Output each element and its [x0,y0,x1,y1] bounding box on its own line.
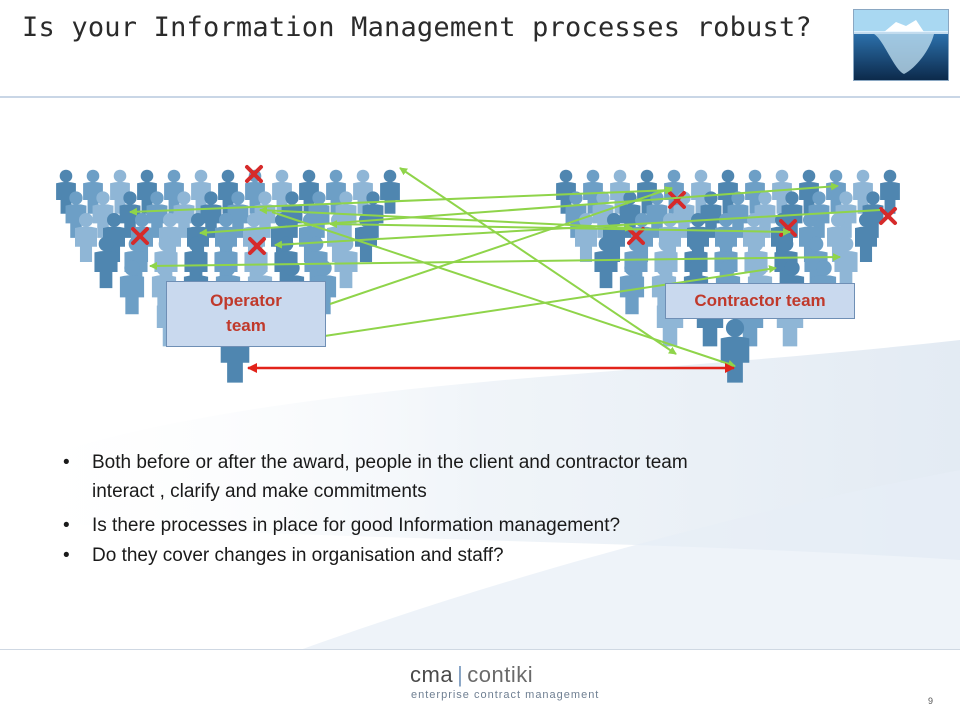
bullet-text: Both before or after the award, people i… [92,452,688,473]
title-divider [0,96,960,98]
brand-logo: cma|contiki [410,662,533,688]
bullet-dot: • [63,515,70,536]
footer-divider [0,649,960,650]
bullet-list: • Both before or after the award, people… [60,448,920,575]
bullet-dot: • [63,545,70,566]
bullet-item: • Is there processes in place for good I… [60,511,920,540]
person-figure [75,213,97,262]
page-number: 9 [928,696,934,706]
operator-team-label: Operator team [166,281,326,347]
slide-title: Is your Information Management processes… [22,12,812,43]
cross-mark-icon [245,165,263,183]
operator-crowd-image [52,156,418,390]
bullet-text: Do they cover changes in organisation an… [92,545,504,566]
cross-mark-icon [248,237,266,255]
logo-brand-right: contiki [467,662,534,687]
contractor-crowd-image [552,156,918,390]
operator-label-line2: team [226,316,266,335]
person-figure [94,236,118,289]
logo-tagline: enterprise contract management [411,689,600,701]
cross-mark-icon [131,227,149,245]
cross-mark-icon [879,207,897,225]
contractor-team-label: Contractor team [665,283,855,319]
bullet-text: Is there processes in place for good Inf… [92,515,621,536]
iceberg-image [853,9,949,81]
bullet-dot: • [63,452,70,473]
logo-separator: | [457,662,464,687]
logo-brand-left: cma [410,662,454,687]
bullet-item: • Both before or after the award, people… [60,448,920,506]
operator-label-line1: Operator [210,291,282,310]
person-figure [880,169,900,214]
bullet-item: • Do they cover changes in organisation … [60,541,920,570]
bullet-text-continued: interact , clarify and make commitments [92,481,427,502]
person-figure [119,260,145,315]
